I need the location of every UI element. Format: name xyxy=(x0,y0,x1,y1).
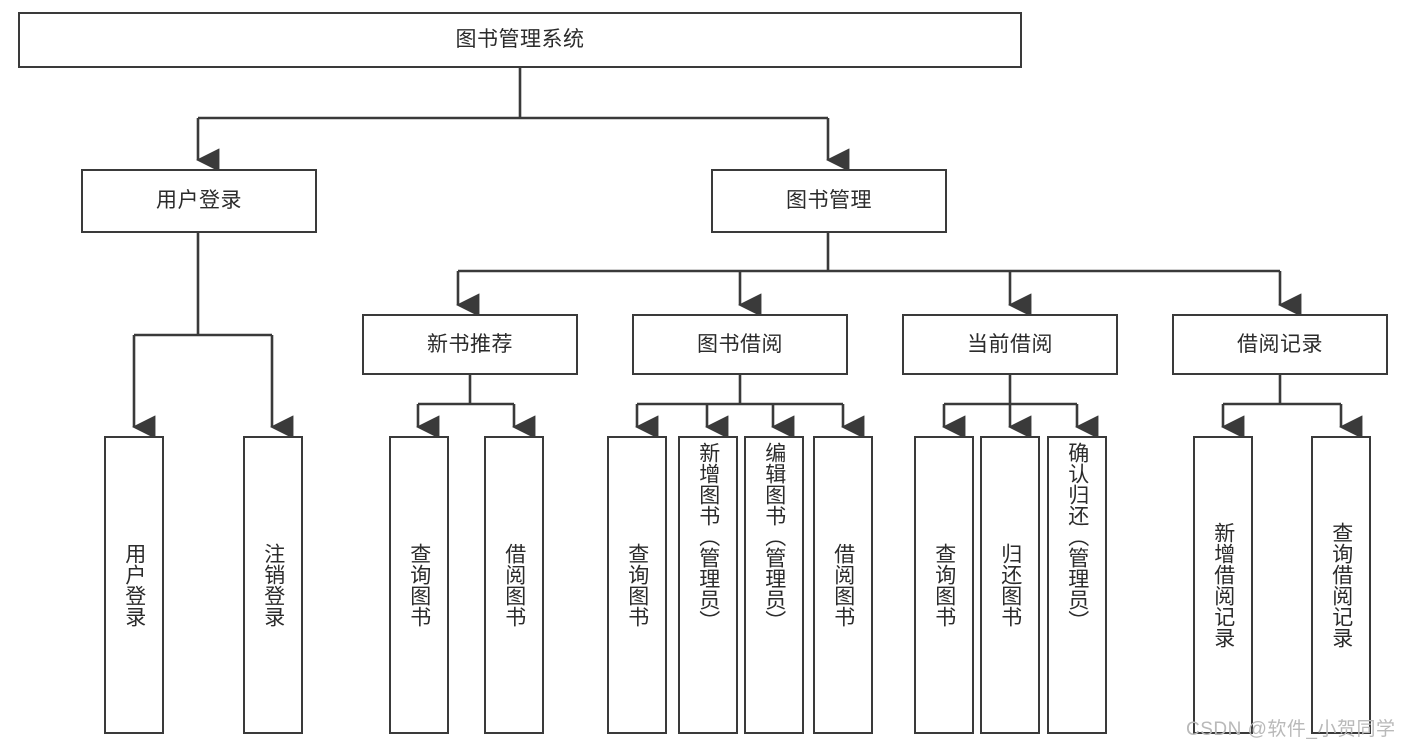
node-label: 归还图书 xyxy=(998,543,1022,627)
node-label: 用户登录 xyxy=(156,189,242,213)
leaf-borrow-record-add[interactable]: 新增借阅记录 xyxy=(1193,436,1253,734)
node-label: 查询图书 xyxy=(625,543,649,627)
node-new-book-recommend[interactable]: 新书推荐 xyxy=(362,314,578,375)
node-label: 新增图书（管理员） xyxy=(696,442,720,631)
node-label: 确认归还（管理员） xyxy=(1065,442,1089,631)
node-label: 新增借阅记录 xyxy=(1211,522,1235,648)
leaf-book-borrow-query[interactable]: 查询图书 xyxy=(607,436,667,734)
node-book-borrow[interactable]: 图书借阅 xyxy=(632,314,848,375)
node-label: 用户登录 xyxy=(122,543,146,627)
node-label: 借阅图书 xyxy=(831,543,855,627)
leaf-current-borrow-confirm-return[interactable]: 确认归还（管理员） xyxy=(1047,436,1107,734)
watermark-text: CSDN @软件_小贺同学 xyxy=(1186,719,1396,740)
leaf-user-login-login[interactable]: 用户登录 xyxy=(104,436,164,734)
node-label: 编辑图书（管理员） xyxy=(762,442,786,631)
node-borrow-record[interactable]: 借阅记录 xyxy=(1172,314,1388,375)
leaf-borrow-record-query[interactable]: 查询借阅记录 xyxy=(1311,436,1371,734)
leaf-current-borrow-return[interactable]: 归还图书 xyxy=(980,436,1040,734)
node-label: 查询图书 xyxy=(932,543,956,627)
node-current-borrow[interactable]: 当前借阅 xyxy=(902,314,1118,375)
leaf-current-borrow-query[interactable]: 查询图书 xyxy=(914,436,974,734)
leaf-book-borrow-edit[interactable]: 编辑图书（管理员） xyxy=(744,436,804,734)
node-book-management[interactable]: 图书管理 xyxy=(711,169,947,233)
node-label: 图书管理 xyxy=(786,189,872,213)
node-label: 借阅记录 xyxy=(1237,332,1323,356)
leaf-book-borrow-add[interactable]: 新增图书（管理员） xyxy=(678,436,738,734)
node-user-login[interactable]: 用户登录 xyxy=(81,169,317,233)
node-label: 图书管理系统 xyxy=(455,28,585,52)
leaf-book-borrow-borrow[interactable]: 借阅图书 xyxy=(813,436,873,734)
leaf-new-book-borrow[interactable]: 借阅图书 xyxy=(484,436,544,734)
leaf-new-book-query[interactable]: 查询图书 xyxy=(389,436,449,734)
node-label: 注销登录 xyxy=(261,543,285,627)
node-label: 图书借阅 xyxy=(697,332,783,356)
node-label: 借阅图书 xyxy=(502,543,526,627)
node-label: 查询借阅记录 xyxy=(1329,522,1353,648)
node-label: 查询图书 xyxy=(407,543,431,627)
node-label: 当前借阅 xyxy=(967,332,1053,356)
node-root-system[interactable]: 图书管理系统 xyxy=(18,12,1022,68)
node-label: 新书推荐 xyxy=(427,332,513,356)
leaf-user-login-logout[interactable]: 注销登录 xyxy=(243,436,303,734)
